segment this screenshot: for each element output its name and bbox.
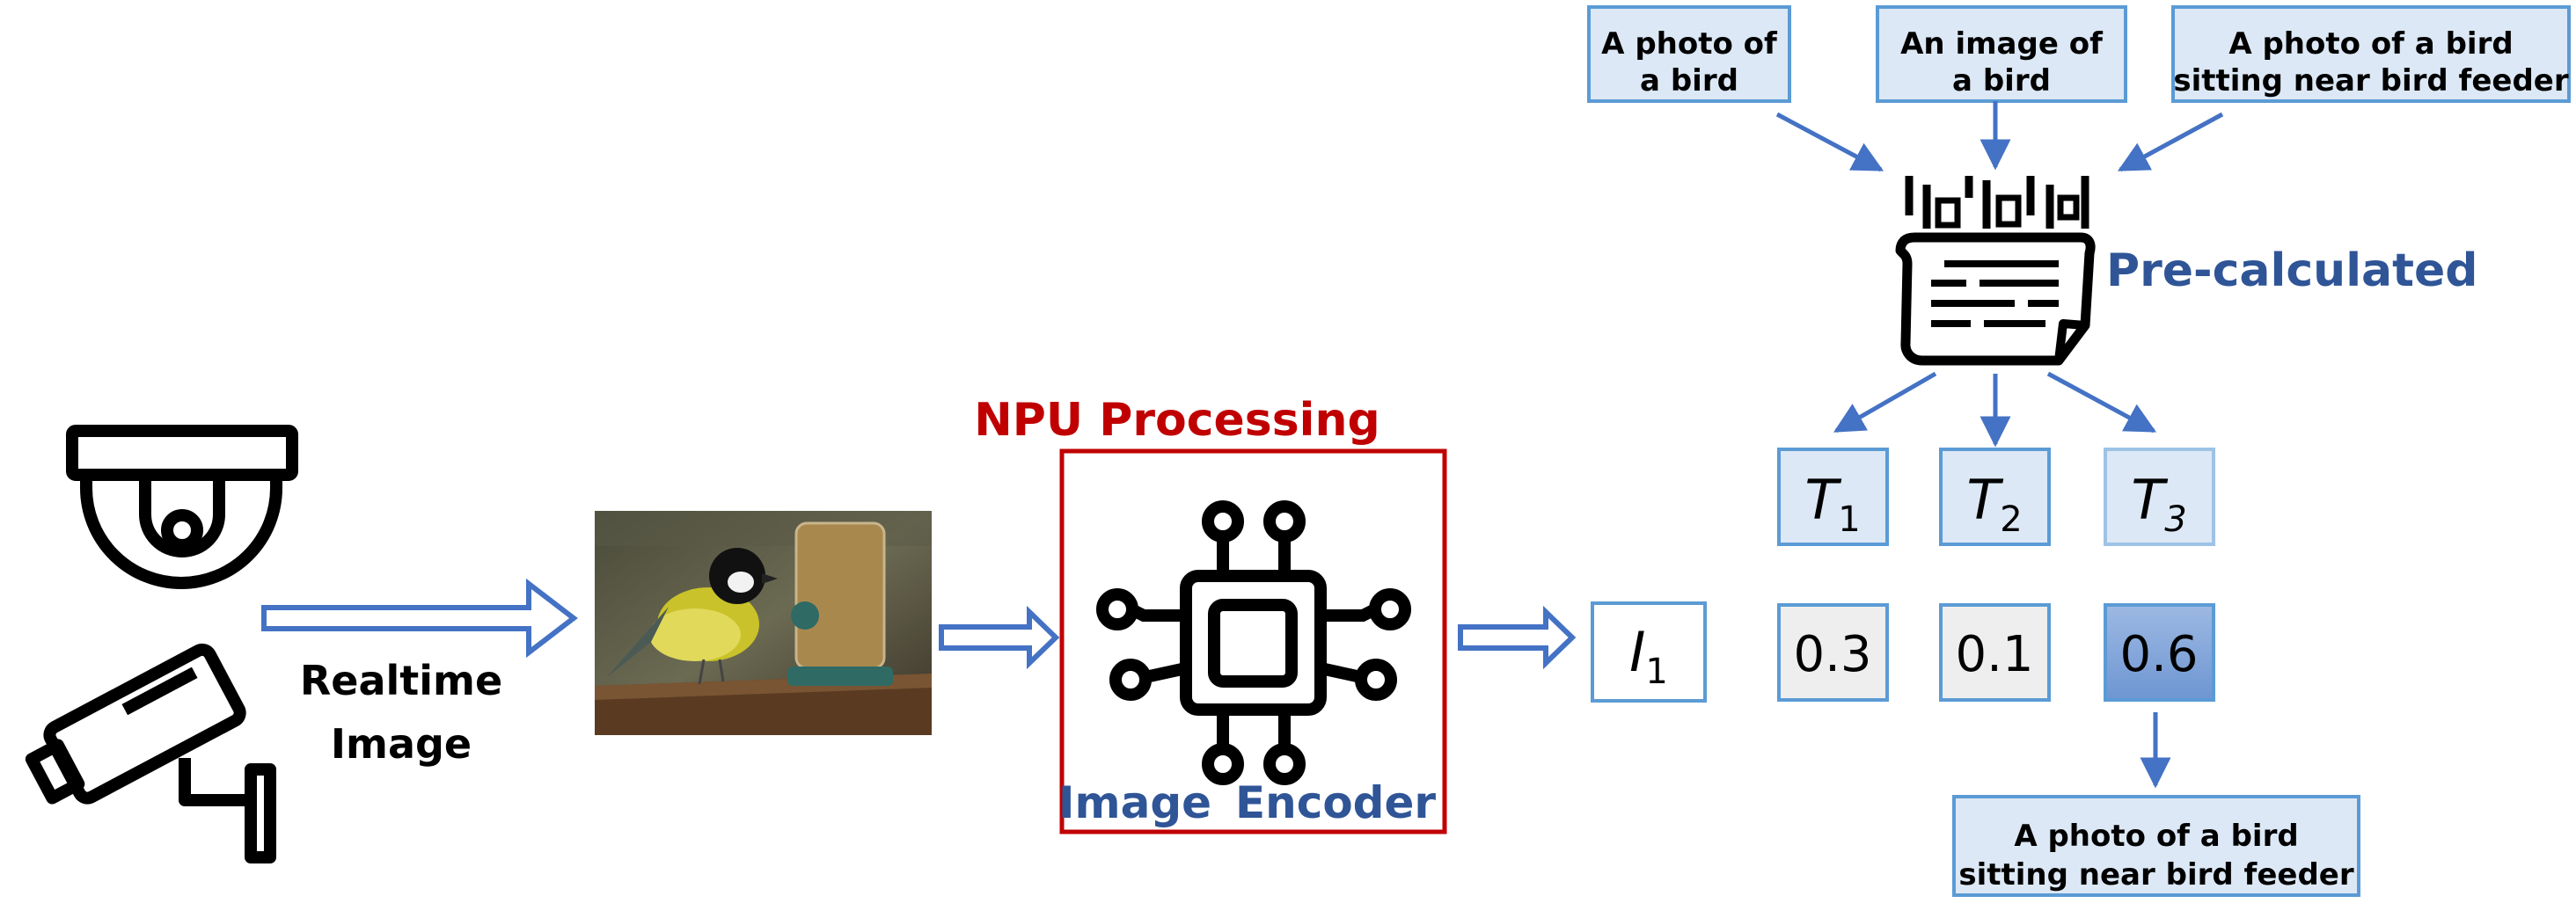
to-npu-arrow (939, 605, 1060, 670)
result-line2: sitting near bird feeder (1958, 857, 2353, 892)
result-box: A photo of a bird sitting near bird feed… (1952, 795, 2360, 897)
npu-title: NPU Processing (974, 394, 1380, 447)
image-embedding-label: I1 (1629, 620, 1668, 692)
score-2-value: 0.1 (1955, 626, 2033, 683)
image-embedding-symbol: I (1629, 620, 1645, 684)
score-1-value: 0.3 (1793, 626, 1871, 683)
score-box-2: 0.1 (1939, 603, 2051, 702)
prompt-arrows (1775, 101, 2224, 172)
score-box-3: 0.6 (2104, 603, 2215, 702)
prompt-box-3: A photo of a bird sitting near bird feed… (2171, 5, 2571, 103)
t1-subscript: 1 (1838, 499, 1860, 540)
prompt-3-line2: sitting near bird feeder (2173, 63, 2568, 98)
pre-calculated-label: Pre-calculated (2106, 244, 2477, 297)
score-3-value: 0.6 (2119, 626, 2198, 683)
to-embedding-arrow (1458, 605, 1577, 670)
encoder-arrows (1833, 371, 2157, 448)
camera-dome-icon (66, 425, 298, 589)
result-line1: A photo of a bird (2014, 819, 2298, 854)
t2-subscript: 2 (2000, 499, 2022, 540)
npu-box (1059, 448, 1447, 834)
t2-symbol: T (1966, 468, 2003, 532)
text-embedding-t2: T2 (1939, 448, 2051, 546)
text-embedding-t3-label: T3 (2131, 468, 2186, 540)
text-encoder-icon (1895, 176, 2096, 366)
prompt-3-line1: A photo of a bird (2228, 26, 2513, 62)
text-embedding-t1-label: T1 (1804, 468, 1860, 540)
t1-symbol: T (1804, 468, 1841, 532)
prompt-2-line2: a bird (1952, 63, 2051, 98)
text-embedding-t2-label: T2 (1966, 468, 2022, 540)
realtime-label-line2: Image (331, 720, 472, 768)
image-embedding-subscript: 1 (1645, 652, 1667, 692)
prompt-1-line2: a bird (1640, 63, 1738, 98)
bird-photo (595, 511, 932, 735)
realtime-arrow (261, 578, 578, 659)
encoder-word-image: Image (1058, 777, 1211, 828)
prompt-box-2: An image of a bird (1876, 5, 2127, 103)
text-embedding-t1: T1 (1777, 448, 1889, 546)
prompt-1-line1: A photo of (1601, 26, 1778, 62)
prompt-2-line1: An image of (1900, 26, 2104, 62)
camera-bullet-icon (25, 643, 276, 863)
prompt-box-1: A photo of a bird (1587, 5, 1791, 103)
image-embedding-box (1591, 601, 1707, 703)
text-embedding-t3: T3 (2104, 448, 2215, 546)
t3-subscript: 3 (2164, 499, 2186, 540)
chip-icon (1096, 500, 1411, 785)
score-box-1: 0.3 (1777, 603, 1889, 702)
encoder-word-encoder: Encoder (1235, 777, 1436, 828)
t3-symbol: T (2131, 468, 2168, 532)
realtime-label-line1: Realtime (300, 657, 502, 704)
